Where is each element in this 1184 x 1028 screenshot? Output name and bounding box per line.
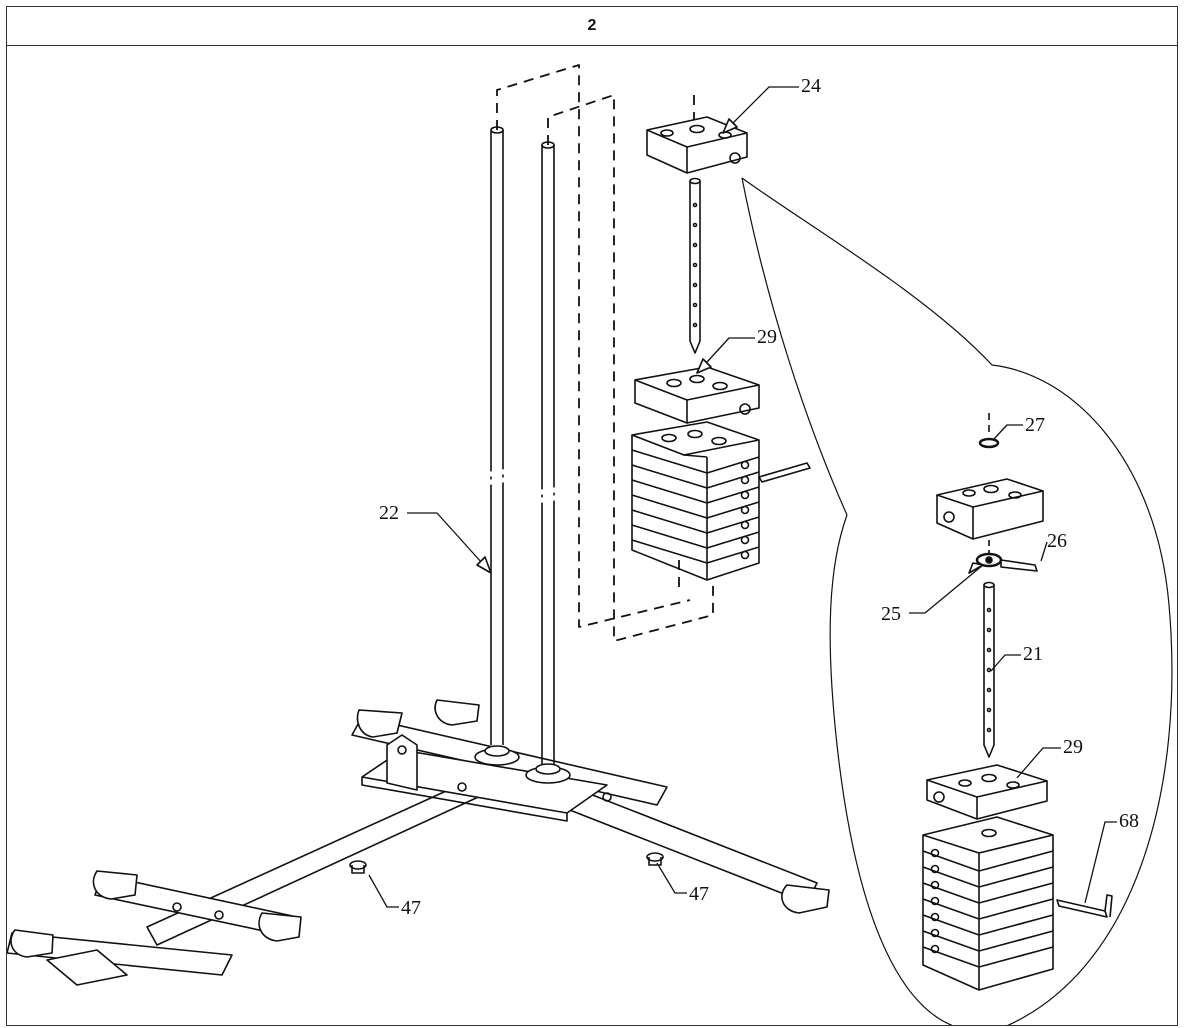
top-weight-plate <box>634 366 760 424</box>
assembly-sheet: 2 <box>6 6 1178 1026</box>
detail-weight-plate <box>926 764 1048 820</box>
step-number: 2 <box>7 7 1177 46</box>
callout-26: 26 <box>1047 530 1067 552</box>
detail-rod <box>983 581 995 758</box>
base-frame <box>7 699 830 986</box>
callout-47-right: 47 <box>689 883 709 905</box>
callout-21: 21 <box>1023 643 1043 665</box>
detail-top-plate <box>936 478 1044 553</box>
callout-29-main: 29 <box>757 326 777 348</box>
detail-pin <box>1056 894 1113 918</box>
detail-collar <box>975 552 1038 572</box>
callout-68: 68 <box>1119 810 1139 832</box>
callout-47-left: 47 <box>401 897 421 919</box>
assembly-drawing: 24 29 22 47 47 27 26 25 21 29 68 <box>7 64 1173 1025</box>
selector-rod <box>689 177 701 354</box>
callout-22: 22 <box>379 502 399 524</box>
callout-labels: 24 29 22 47 47 27 26 25 21 29 68 <box>379 75 1139 919</box>
leader-lines <box>368 86 1117 908</box>
callout-27: 27 <box>1025 414 1045 436</box>
callout-25: 25 <box>881 603 901 625</box>
detail-washer <box>978 413 1000 449</box>
detail-view <box>741 177 1173 1025</box>
top-plate <box>646 116 748 174</box>
guide-rods <box>484 126 561 765</box>
leader-arrows <box>476 118 984 574</box>
callout-29-detail: 29 <box>1063 736 1083 758</box>
weight-stack <box>631 421 811 581</box>
detail-weight-stack <box>922 816 1054 991</box>
callout-24: 24 <box>801 75 821 97</box>
